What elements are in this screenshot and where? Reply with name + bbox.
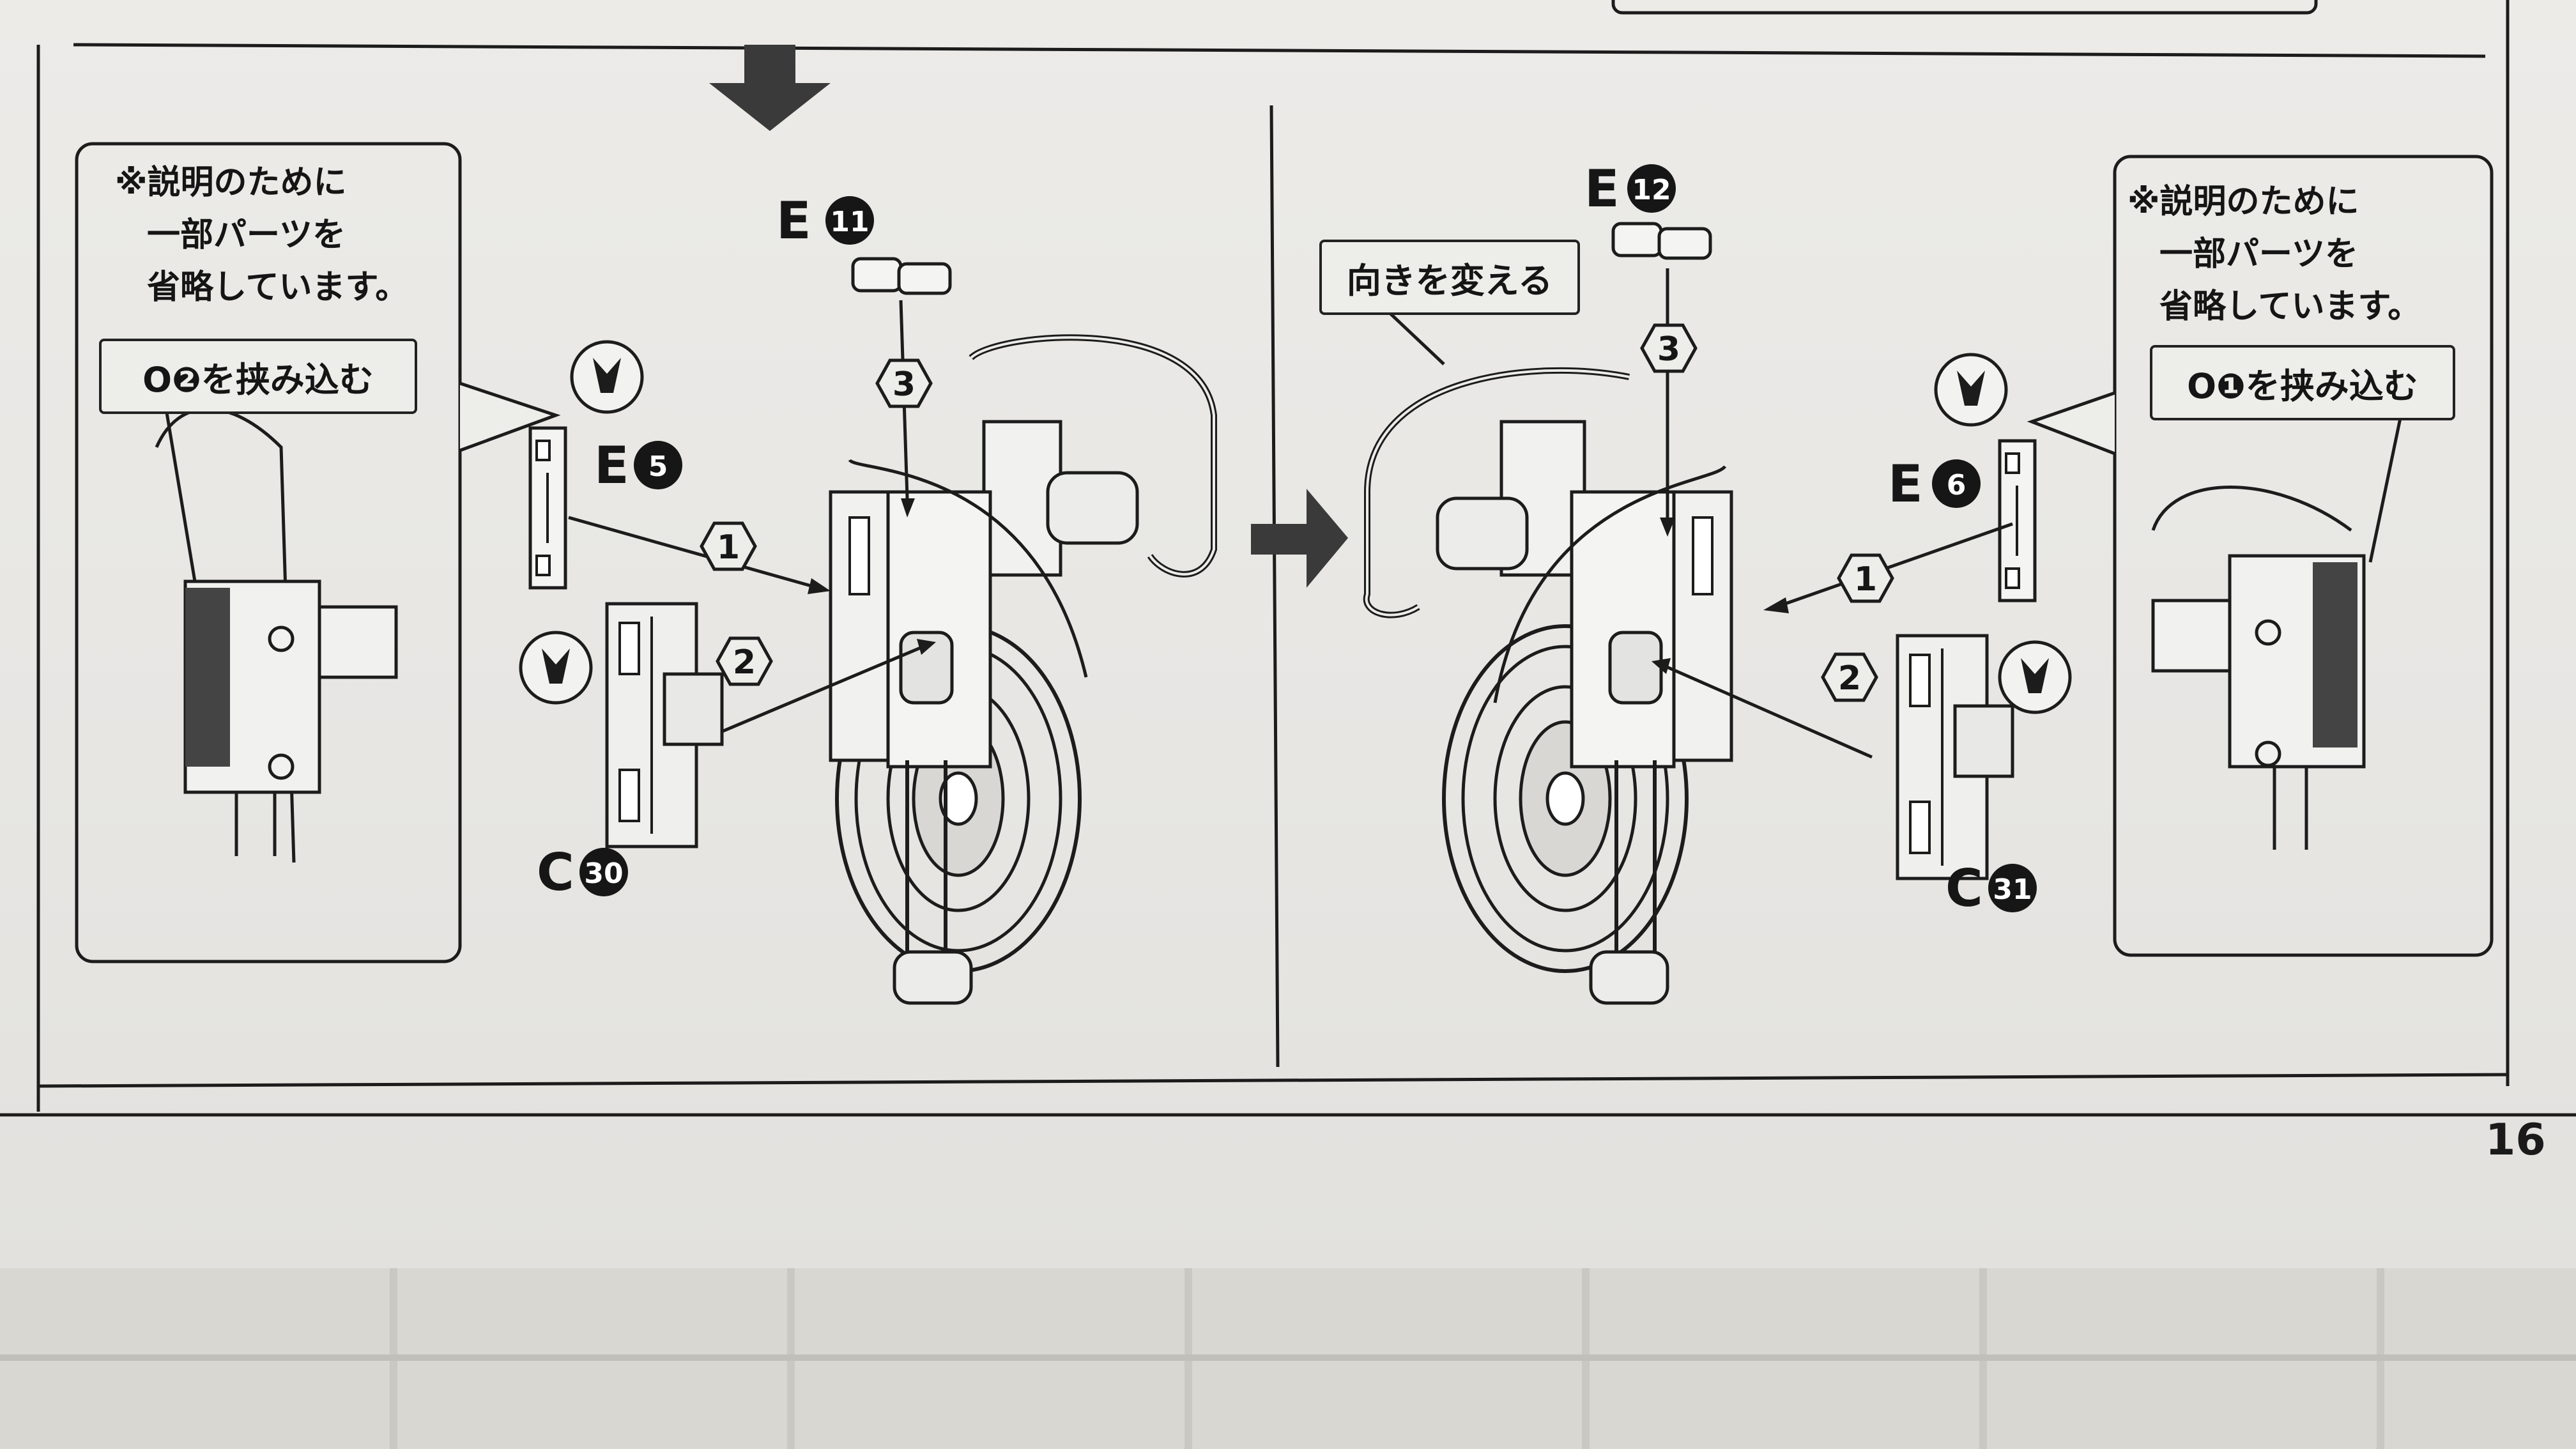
part-label-c31: C 31 [1945,859,2037,918]
part-label-e12: E 12 [1584,159,1676,218]
part-number: 5 [648,450,668,483]
turn-label: 向きを変える [1346,260,1553,301]
part-number: 12 [1632,174,1671,206]
step-1-left: 1 [700,521,757,571]
part-label-e11: E 11 [776,191,874,250]
right-arrow-icon [1251,489,1348,588]
note-line: 一部パーツを [2159,235,2358,273]
step-2-left: 2 [716,636,773,686]
step-label: 1 [717,528,740,567]
note-line: ※説明のために [2128,183,2359,221]
part-letter: E [776,191,811,250]
step-1-right: 1 [1837,553,1894,603]
part-number: 11 [830,206,869,238]
insert-label: O❷を挟み込む [142,359,374,400]
note-line: 一部パーツを [147,216,346,254]
part-letter: E [1584,159,1620,218]
step-label: 2 [1838,659,1861,698]
note-line: 省略しています。 [147,268,409,307]
step-label: 1 [1854,560,1877,599]
step-label: 2 [733,643,756,682]
right-insert-callout: O❶を挟み込む [2150,345,2455,420]
wall-joint [0,1354,2576,1361]
step-label: 3 [893,365,916,404]
part-label-e5: E 5 [594,436,682,495]
turn-direction-callout: 向きを変える [1319,240,1580,315]
step-label: 3 [1657,330,1680,369]
part-label-c30: C 30 [537,843,628,902]
part-letter: C [1945,859,1983,918]
part-letter: E [594,436,629,495]
down-arrow-icon [709,45,831,131]
part-number: 6 [1947,469,1966,502]
instruction-sheet [0,0,2576,1268]
step-3-left: 3 [875,358,933,408]
page-number: 16 [2485,1115,2546,1165]
insert-label: O❶を挟み込む [2187,365,2418,406]
right-omission-note: ※説明のために 一部パーツを 省略しています。 [2128,176,2421,333]
part-number: 30 [584,857,623,890]
part-letter: C [537,843,574,902]
note-line: ※説明のために [115,164,347,202]
part-letter: E [1888,454,1923,514]
left-insert-callout: O❷を挟み込む [99,339,417,414]
part-number: 31 [1993,873,2032,906]
note-line: 省略しています。 [2159,288,2421,326]
left-omission-note: ※説明のために 一部パーツを 省略しています。 [115,157,408,314]
step-2-right: 2 [1821,652,1878,702]
part-label-e6: E 6 [1888,454,1981,514]
step-3-right: 3 [1640,323,1698,373]
